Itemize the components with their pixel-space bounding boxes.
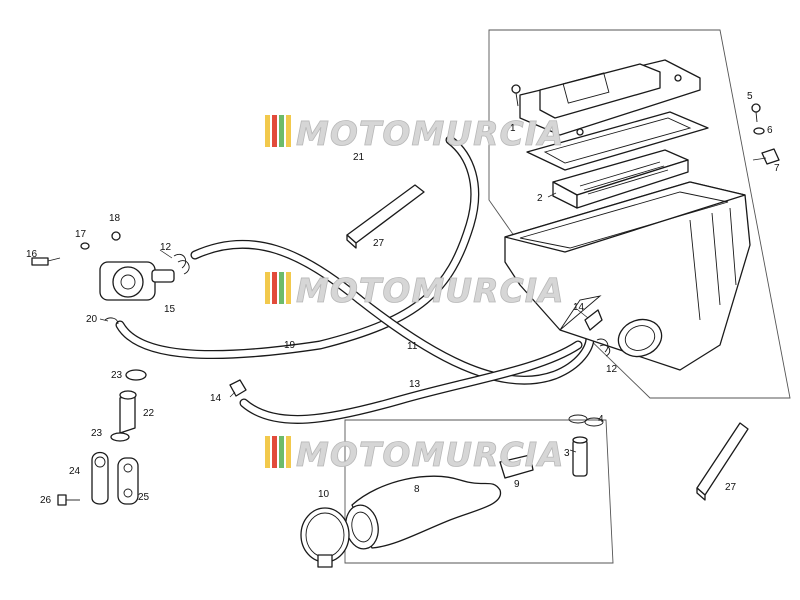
callout-19: 19 bbox=[284, 340, 296, 351]
callout-26: 26 bbox=[40, 495, 52, 506]
intake-duct-8 bbox=[345, 475, 502, 550]
callout-13: 13 bbox=[409, 379, 421, 390]
callout-23-lower: 23 bbox=[91, 428, 103, 439]
nut-18 bbox=[111, 231, 121, 241]
clamp-12-right bbox=[596, 338, 611, 357]
callout-27-lower: 27 bbox=[725, 482, 737, 493]
foam-strip-27-upper bbox=[346, 184, 425, 249]
clamp-4 bbox=[568, 414, 604, 427]
screw-1 bbox=[511, 84, 521, 107]
callout-14-right: 14 bbox=[573, 302, 585, 313]
sleeve-3 bbox=[572, 436, 588, 477]
callout-18: 18 bbox=[109, 213, 121, 224]
callout-2: 2 bbox=[537, 193, 543, 204]
callout-11: 11 bbox=[407, 341, 418, 352]
screw-5 bbox=[751, 103, 761, 123]
callout-27-upper: 27 bbox=[373, 238, 385, 249]
callout-1: 1 bbox=[510, 123, 516, 134]
watermark-bottom: MOTOMURCIA bbox=[265, 435, 565, 474]
clip-14-left bbox=[229, 379, 247, 397]
callout-8: 8 bbox=[414, 484, 420, 495]
washer-17 bbox=[80, 242, 90, 250]
foam-strip-27-lower bbox=[696, 422, 749, 501]
screw-26 bbox=[57, 494, 80, 506]
clamp-23-upper bbox=[125, 369, 147, 381]
callout-labels: 1 2 3 4 5 6 7 8 9 10 11 12 12 13 14 14 1… bbox=[26, 91, 780, 506]
hose-22 bbox=[119, 390, 137, 434]
clip-20 bbox=[104, 317, 119, 325]
callout-22: 22 bbox=[143, 408, 155, 419]
callout-16: 16 bbox=[26, 249, 38, 260]
callout-10: 10 bbox=[318, 489, 330, 500]
callout-4: 4 bbox=[598, 414, 604, 425]
airbox-cover bbox=[519, 59, 701, 136]
airbox-housing bbox=[504, 181, 751, 371]
callout-15: 15 bbox=[164, 304, 176, 315]
leader-lines bbox=[99, 157, 767, 453]
callout-12-right: 12 bbox=[606, 364, 618, 375]
washer-6 bbox=[753, 127, 765, 135]
watermark-middle: MOTOMURCIA bbox=[265, 271, 565, 310]
clamp-23-lower bbox=[110, 432, 130, 442]
clamp-12-left bbox=[173, 254, 190, 275]
airbox-group-frame bbox=[488, 29, 791, 399]
hose-clamp-10 bbox=[300, 507, 350, 568]
callout-25: 25 bbox=[138, 492, 150, 503]
airbox-gasket bbox=[526, 111, 709, 171]
callout-20: 20 bbox=[86, 314, 98, 325]
clip-14-right bbox=[584, 309, 603, 331]
callout-14-left: 14 bbox=[210, 393, 222, 404]
valve-15 bbox=[99, 261, 175, 301]
callout-7: 7 bbox=[774, 163, 780, 174]
hose-11 bbox=[190, 239, 595, 385]
air-filter-element bbox=[552, 149, 689, 209]
clip-7 bbox=[761, 148, 780, 165]
gasket-25 bbox=[117, 457, 139, 505]
watermark-text: MOTOMURCIA bbox=[296, 271, 565, 310]
callout-6: 6 bbox=[767, 125, 773, 136]
callout-9: 9 bbox=[514, 479, 520, 490]
callout-12-left: 12 bbox=[160, 242, 172, 253]
intake-group-frame bbox=[344, 419, 614, 564]
screw-16 bbox=[31, 257, 61, 266]
callout-24: 24 bbox=[69, 466, 81, 477]
watermark-top: MOTOMURCIA bbox=[265, 114, 565, 153]
flange-24 bbox=[91, 451, 109, 505]
callout-3: 3 bbox=[564, 448, 570, 459]
hose-13 bbox=[239, 340, 583, 424]
callout-21: 21 bbox=[353, 152, 365, 163]
watermark-text: MOTOMURCIA bbox=[296, 114, 565, 153]
watermark-text: MOTOMURCIA bbox=[296, 435, 565, 474]
callout-5: 5 bbox=[747, 91, 753, 102]
hose-19 bbox=[115, 135, 480, 360]
bracket-9 bbox=[499, 454, 534, 479]
callout-17: 17 bbox=[75, 229, 87, 240]
callout-23-upper: 23 bbox=[111, 370, 123, 381]
